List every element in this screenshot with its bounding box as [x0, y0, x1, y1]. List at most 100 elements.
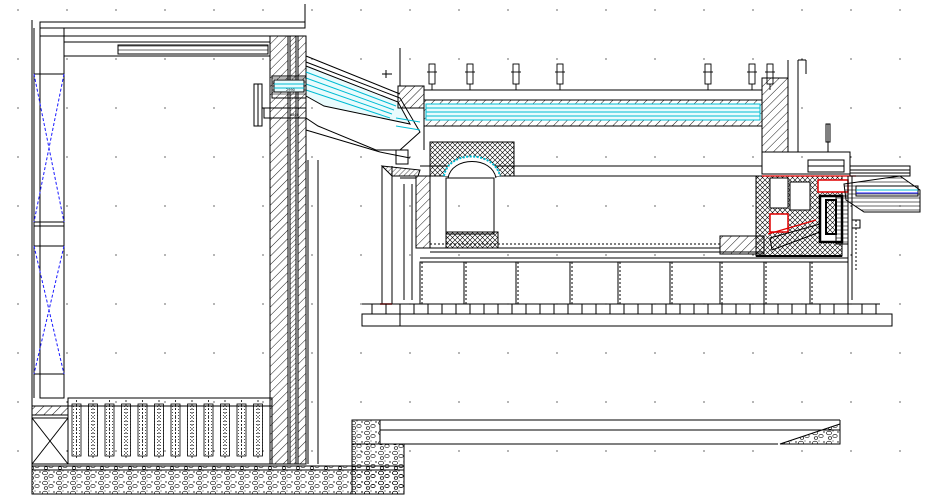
furnace-foundation-pillars: [371, 257, 877, 314]
grid-dot: [164, 156, 166, 158]
grid-dot: [654, 9, 656, 11]
grid-dot: [409, 205, 411, 207]
grid-dot: [409, 450, 411, 452]
foundation-bay: [463, 261, 517, 305]
grid-dot: [850, 450, 852, 452]
grid-dot: [262, 352, 264, 354]
grid-dot: [409, 401, 411, 403]
bottom-pillar-row: [71, 400, 263, 458]
grid-dot: [360, 205, 362, 207]
grid-dot: [311, 156, 313, 158]
grid-dot: [850, 205, 852, 207]
grid-dot: [115, 107, 117, 109]
grid-dot: [115, 254, 117, 256]
grid-dot: [899, 156, 901, 158]
grid-dot: [66, 450, 68, 452]
grid-dot: [164, 107, 166, 109]
grid-dot: [850, 107, 852, 109]
grid-dot: [66, 254, 68, 256]
grid-dot: [360, 401, 362, 403]
grid-dot: [801, 58, 803, 60]
furnace-chamber: [415, 125, 765, 255]
grid-dot: [801, 401, 803, 403]
roof-anchor-lugs: [427, 63, 775, 90]
grid-dot: [507, 9, 509, 11]
grid-dot: [899, 401, 901, 403]
foundation-bay: [419, 261, 465, 305]
grid-dot: [115, 9, 117, 11]
grid-dot: [899, 58, 901, 60]
grid-dot: [213, 303, 215, 305]
grid-dot: [409, 58, 411, 60]
grid-dot: [703, 450, 705, 452]
grid-dot: [164, 58, 166, 60]
grid-dot: [752, 352, 754, 354]
grid-dot: [409, 352, 411, 354]
grid-dot: [752, 205, 754, 207]
grid-dot: [850, 401, 852, 403]
grid-dot: [213, 9, 215, 11]
grid-dot: [17, 156, 19, 158]
grid-dot: [556, 9, 558, 11]
grid-dot: [703, 156, 705, 158]
grid-dot: [556, 254, 558, 256]
grid-dot: [17, 9, 19, 11]
grid-dot: [899, 303, 901, 305]
grid-dot: [801, 156, 803, 158]
grid-dot: [605, 254, 607, 256]
grid-dot: [360, 156, 362, 158]
furnace-right-end-machinery: [755, 123, 921, 300]
grid-dot: [66, 352, 68, 354]
grid-dot: [262, 401, 264, 403]
grid-dot: [213, 156, 215, 158]
grid-dot: [311, 401, 313, 403]
ground-slab-left: [31, 465, 405, 495]
grid-dot: [556, 352, 558, 354]
grid-dot: [360, 254, 362, 256]
grid-dot: [899, 352, 901, 354]
grid-dot: [17, 450, 19, 452]
grid-dot: [164, 205, 166, 207]
grid-dot: [213, 58, 215, 60]
left-structure: [31, 4, 319, 470]
grid-dot: [752, 9, 754, 11]
grid-dot: [262, 9, 264, 11]
grid-dot: [752, 254, 754, 256]
roof-lug: [748, 63, 756, 85]
foundation-bay: [617, 261, 671, 305]
grid-dot: [556, 205, 558, 207]
grid-dot: [458, 205, 460, 207]
grid-dot: [360, 9, 362, 11]
grid-dot: [262, 303, 264, 305]
grid-dot: [409, 254, 411, 256]
grid-dot: [66, 303, 68, 305]
grid-dot: [115, 352, 117, 354]
grid-dot: [213, 450, 215, 452]
grid-dot: [605, 156, 607, 158]
grid-dot: [311, 303, 313, 305]
grid-dot: [360, 303, 362, 305]
grid-dot: [17, 205, 19, 207]
grid-dot: [801, 107, 803, 109]
grid-dot: [115, 58, 117, 60]
grid-dot: [703, 352, 705, 354]
grid-dot: [213, 107, 215, 109]
grid-dot: [605, 450, 607, 452]
grid-dot: [66, 107, 68, 109]
foundation-bay: [569, 261, 619, 305]
grid-dot: [17, 107, 19, 109]
grid-dot: [654, 401, 656, 403]
grid-dot: [850, 254, 852, 256]
grid-dot: [556, 450, 558, 452]
grid-dot: [752, 58, 754, 60]
grid-dot: [801, 450, 803, 452]
grid-dot: [262, 205, 264, 207]
grid-dot: [213, 352, 215, 354]
grid-dot: [850, 58, 852, 60]
grid-dot: [654, 156, 656, 158]
grid-dot: [66, 9, 68, 11]
grid-dot: [262, 156, 264, 158]
grid-dot: [311, 9, 313, 11]
grid-dot: [507, 450, 509, 452]
dimension-label-lower: 4800: [290, 113, 299, 117]
